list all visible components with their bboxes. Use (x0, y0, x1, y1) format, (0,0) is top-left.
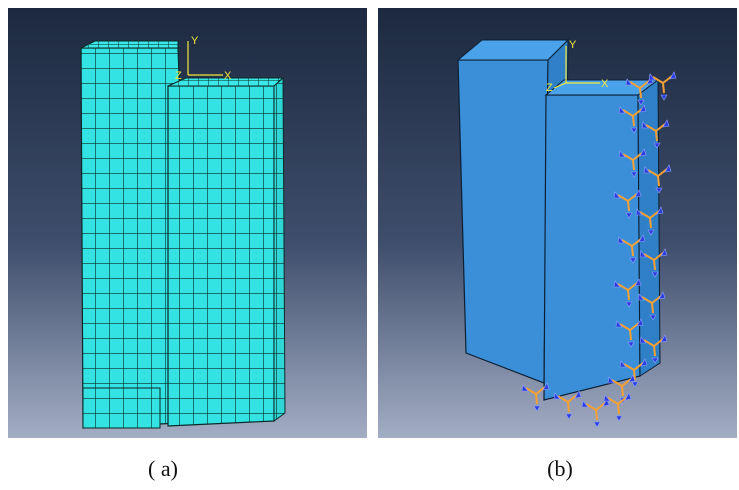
axis-label-z: Z (546, 82, 553, 94)
left-block-front-face (457, 59, 549, 384)
right-block-front-face (167, 85, 275, 427)
left-block-lower-cells (82, 387, 161, 429)
right-block-front-face (543, 94, 641, 401)
right-block-side-face (637, 79, 661, 377)
coordinate-triad-a: Y X Z (175, 35, 232, 82)
panel-a-meshed-model: Y X Z (8, 8, 367, 438)
meshed-model-viewport: Y X Z (8, 8, 367, 438)
left-block-front-face (80, 47, 181, 429)
axis-label-x: X (224, 70, 232, 82)
right-block-side-face (273, 76, 286, 422)
axis-label-y: Y (569, 39, 577, 51)
axis-label-y: Y (191, 35, 199, 47)
panel-b-boundary-conditions: Y X Z (378, 8, 737, 438)
bc-model-viewport: Y X Z (378, 8, 737, 438)
axis-label-x: X (601, 78, 609, 90)
caption-b: (b) (547, 456, 573, 481)
left-block-top-face (80, 40, 179, 49)
axis-label-z: Z (175, 70, 182, 82)
caption-a: ( a) (148, 456, 178, 481)
coordinate-triad-b: Y X Z (546, 39, 609, 94)
